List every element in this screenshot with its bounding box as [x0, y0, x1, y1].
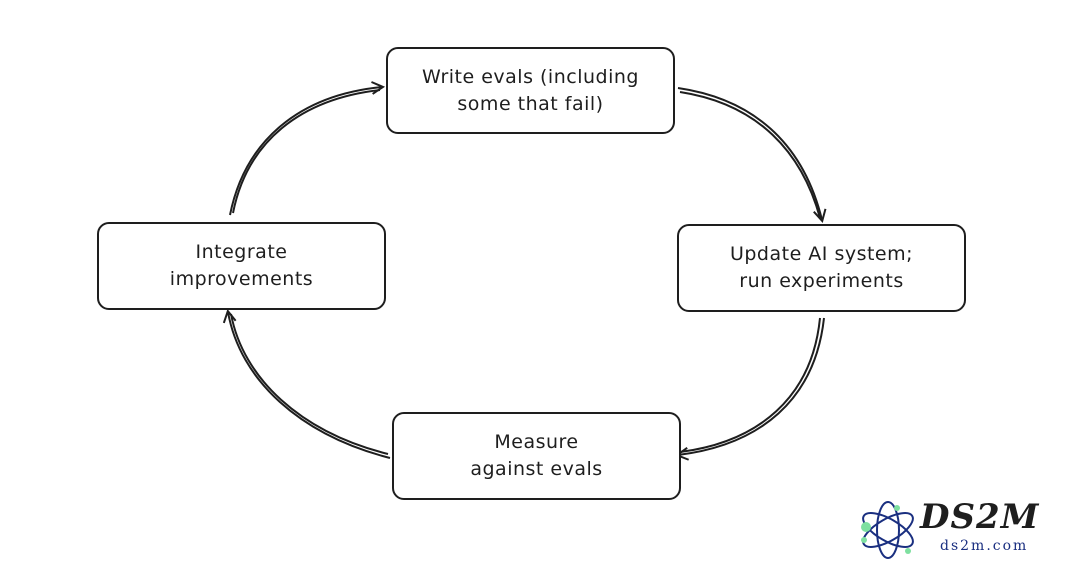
logo-url: ds2m.com	[940, 538, 1029, 554]
node-write-evals: Write evals (including some that fail)	[386, 47, 675, 134]
node-label: Integrate	[195, 241, 288, 263]
node-label: against evals	[470, 458, 603, 480]
arrow-integrate-to-write	[229, 87, 382, 216]
arrow-update-to-measure	[678, 317, 825, 455]
node-label: Measure	[494, 431, 579, 453]
arrow-write-to-update	[677, 87, 822, 220]
logo-title: DS2M	[920, 497, 1040, 537]
node-label: Write evals (including	[422, 65, 639, 88]
node-label: run experiments	[739, 270, 904, 292]
node-label: some that fail)	[457, 92, 604, 115]
node-integrate: Integrate improvements	[97, 222, 386, 310]
logo-atom-icon	[861, 501, 914, 559]
node-label: Update AI system;	[729, 243, 914, 265]
node-measure: Measure against evals	[392, 412, 681, 500]
arrow-measure-to-integrate	[228, 312, 391, 459]
node-label: improvements	[169, 268, 314, 290]
node-update-ai-system: Update AI system; run experiments	[677, 224, 966, 312]
